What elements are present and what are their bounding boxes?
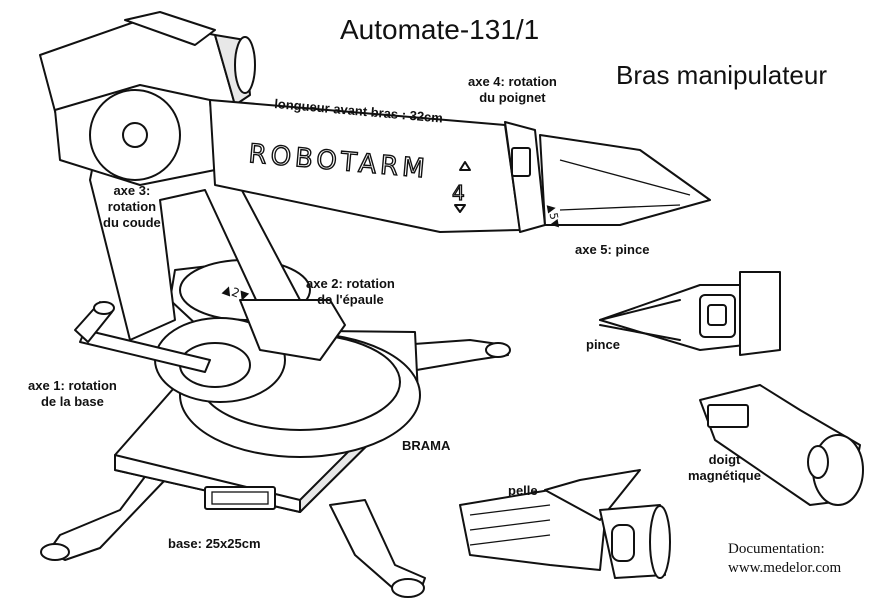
svg-text:4: 4 [452, 181, 465, 205]
page-title: Automate-131/1 [340, 14, 540, 45]
label-doigt-line1: doigt [708, 452, 741, 467]
pince-tool-drawing [599, 271, 781, 356]
label-doigt-line2: magnétique [688, 468, 761, 483]
doigt-tool-drawing [699, 384, 864, 506]
label-axe4-line1: axe 4: rotation [468, 74, 557, 89]
label-axe3-line3: du coude [103, 215, 161, 230]
label-axe3-line2: rotation [107, 199, 157, 214]
label-axe5: axe 5: pince [575, 242, 650, 257]
label-axe2: axe 2: rotation de l'épaule [306, 276, 395, 308]
svg-text:▲5▼: ▲5▼ [545, 203, 562, 229]
label-axe3: axe 3: rotation du coude [103, 183, 161, 231]
label-axe4: axe 4: rotation du poignet [468, 74, 557, 106]
pelle-tool-drawing [459, 469, 671, 579]
documentation-note: Documentation: www.medelor.com [728, 540, 841, 578]
label-axe3-line1: axe 3: [113, 183, 151, 198]
label-axe1-line2: de la base [40, 394, 104, 409]
label-axe2-line1: axe 2: rotation [306, 276, 395, 291]
label-brama: BRAMA [402, 438, 451, 453]
page-subtitle: Bras manipulateur [616, 60, 827, 90]
forearm-drawing: ROBOTARM 4 ▲5▼ [39, 11, 711, 233]
label-doigt: doigt magnétique [688, 452, 761, 484]
label-pelle: pelle [508, 483, 538, 498]
label-axe4-line2: du poignet [479, 90, 546, 105]
documentation-line2: www.medelor.com [728, 560, 842, 576]
documentation-line1: Documentation: [728, 541, 825, 557]
label-axe1: axe 1: rotation de la base [28, 378, 117, 410]
label-axe2-line2: de l'épaule [317, 292, 384, 307]
label-pince: pince [586, 337, 620, 352]
label-base: base: 25x25cm [168, 536, 261, 551]
label-axe1-line1: axe 1: rotation [28, 378, 117, 393]
